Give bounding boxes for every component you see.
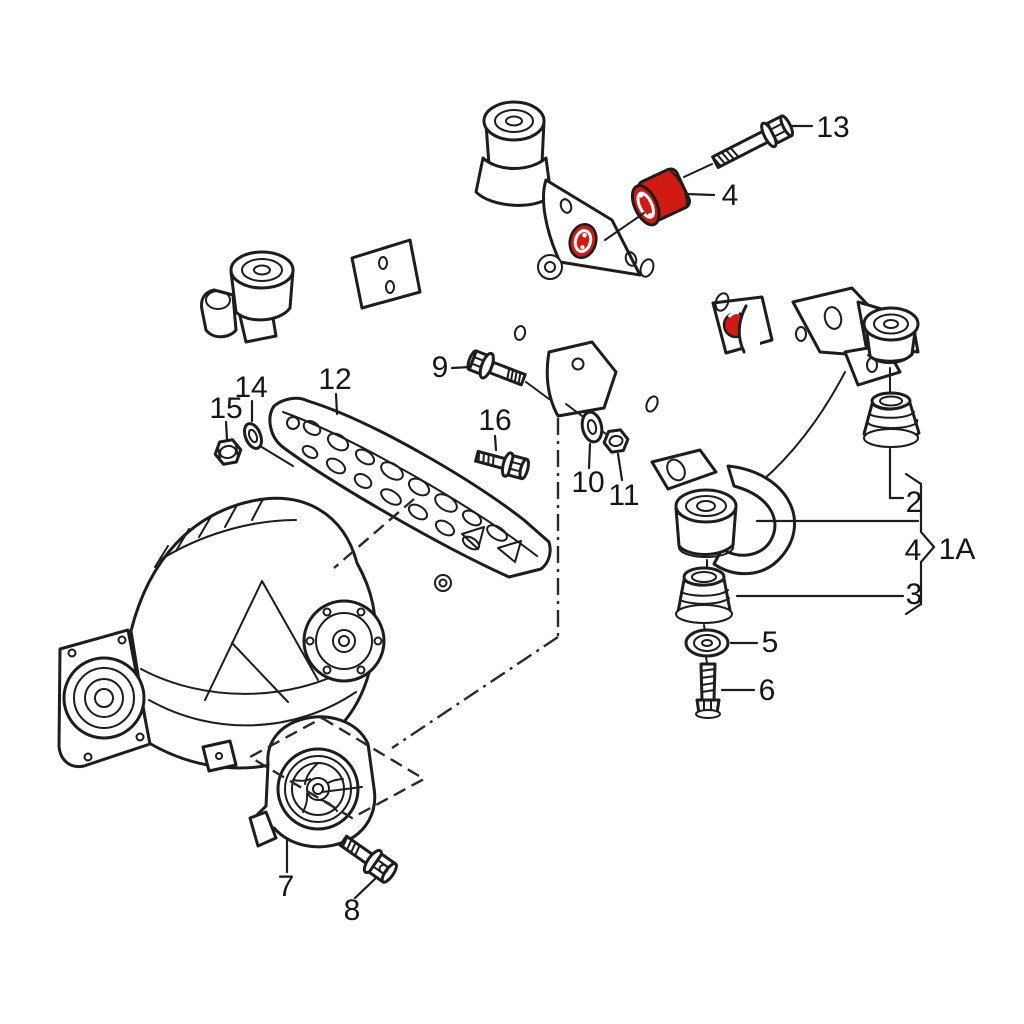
callout-4-right: 4 <box>904 534 922 567</box>
subframe-front-left-mount <box>200 238 422 344</box>
washer-5 <box>684 628 730 664</box>
callout-9: 9 <box>431 351 449 384</box>
callout-15: 15 <box>209 392 243 425</box>
bolt-13 <box>711 114 795 170</box>
subframe-mid-bracket <box>545 340 618 435</box>
callout-3: 3 <box>905 578 923 611</box>
callout-4-top: 4 <box>721 179 739 212</box>
bolt-9 <box>466 349 527 387</box>
construction-lines <box>247 418 560 820</box>
bushing-4-installed-center <box>568 222 598 260</box>
callout-7: 7 <box>277 870 295 903</box>
differential-housing <box>57 496 386 773</box>
bolt-6 <box>695 662 721 719</box>
nut-15 <box>213 438 243 466</box>
leader-lines <box>224 124 936 900</box>
bolt-8 <box>338 834 398 884</box>
callout-6: 6 <box>758 674 776 707</box>
callout-13: 13 <box>816 111 850 144</box>
bushing-4-loose <box>630 167 692 227</box>
bushing-3 <box>675 566 733 634</box>
bolt-16 <box>474 449 530 481</box>
callout-1A: 1A <box>938 533 976 566</box>
washer-14 <box>243 422 263 450</box>
callout-5: 5 <box>761 626 779 659</box>
subframe-top-mount <box>474 100 642 280</box>
callout-16: 16 <box>478 404 512 437</box>
nut-11 <box>602 428 630 454</box>
callout-12: 12 <box>318 363 352 396</box>
washer-10 <box>580 410 604 444</box>
trailing-arm-front-bushing <box>650 448 796 576</box>
subframe-rear-right-mount <box>856 300 920 395</box>
callout-10: 10 <box>571 466 605 499</box>
callout-14: 14 <box>234 371 268 404</box>
callout-2: 2 <box>905 486 923 519</box>
callout-8: 8 <box>343 894 361 927</box>
bushing-2 <box>862 391 921 448</box>
callout-11: 11 <box>608 479 640 512</box>
heat-shield-12 <box>268 396 552 592</box>
bushing-4-installed-rear <box>722 304 760 354</box>
